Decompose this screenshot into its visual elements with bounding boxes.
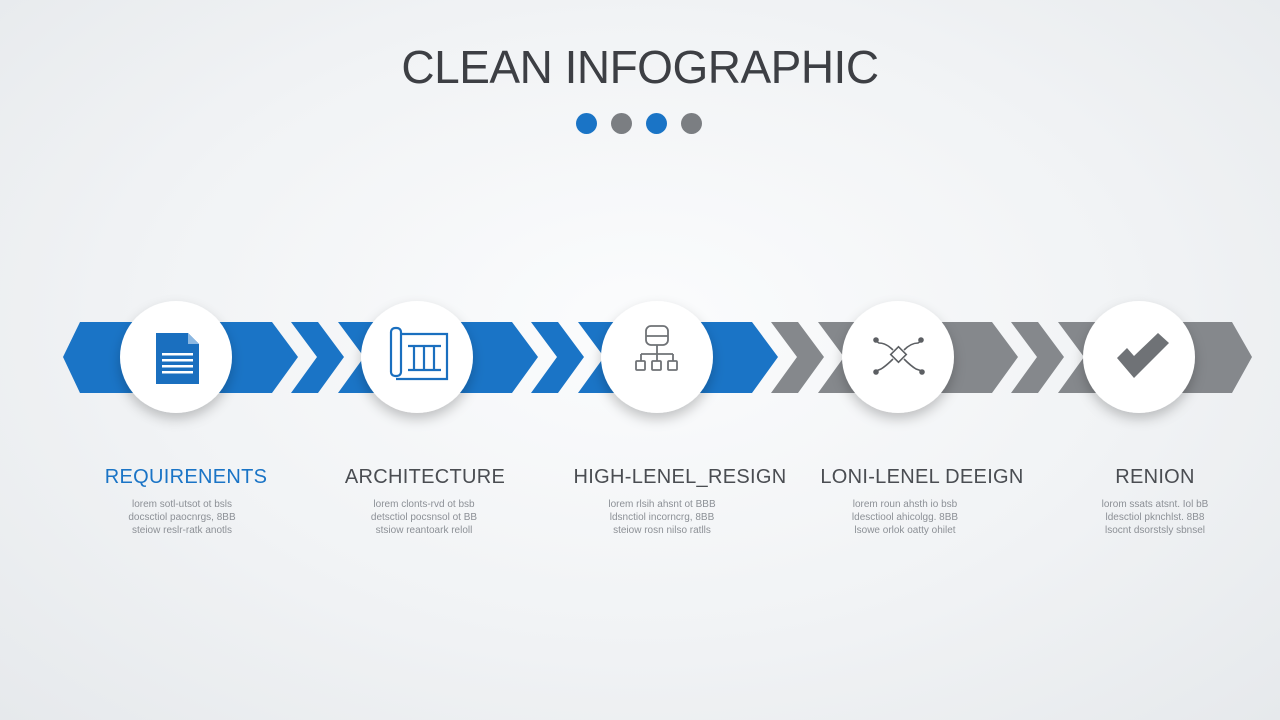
- step-label-4: LONI-LENEL DEEIGN: [820, 466, 1024, 488]
- document-icon: [156, 333, 199, 384]
- description-line: lorem rlsih ahsnt ot BBB: [608, 499, 716, 510]
- infographic-title: CLEAN INFOGRAPHIC: [401, 41, 879, 93]
- description-line: ldesctiol pknchlst. 8B8: [1105, 512, 1205, 523]
- description-line: ldsnctiol incorncrg, 8BB: [609, 512, 715, 523]
- description-line: steiow rosn nilso ratlls: [613, 525, 711, 536]
- dot-3: [646, 113, 667, 134]
- description-line: docsctiol paocnrgs, 8BB: [128, 512, 236, 523]
- hierarchy-icon: [635, 325, 678, 371]
- step-label-1: REQUIRENENTS: [104, 466, 268, 488]
- step-label-5: RENION: [1115, 466, 1195, 488]
- step-circle-4: [842, 301, 954, 413]
- description-line: lsocnt dsorstsly sbnsel: [1104, 525, 1206, 536]
- description-line: lsowe orlok oatty ohilet: [854, 525, 956, 536]
- blueprint-icon: [389, 326, 449, 381]
- network-icon: [873, 337, 925, 375]
- dot-1: [576, 113, 597, 134]
- band-chevron-4: [1011, 322, 1064, 393]
- step-description-5: lorom ssats atsnt. Iol bB ldesctiol pknc…: [1035, 498, 1275, 537]
- description-line: detsctiol pocsnsol ot BB: [370, 512, 478, 523]
- description-line: stsiow reantoark reloll: [375, 525, 473, 536]
- checkmark-icon: [1117, 333, 1169, 378]
- description-line: lorem roun ahsth io bsb: [852, 499, 958, 510]
- band-chevron-2: [531, 322, 584, 393]
- band-chevron-3: [771, 322, 824, 393]
- pagination-dots: [576, 113, 706, 135]
- step-circle-2: [361, 301, 473, 413]
- process-arrow-band: [63, 301, 1252, 413]
- step-label-3: HIGH-LENEL_RESIGN: [573, 466, 787, 488]
- description-line: steiow reslr-ratk anotls: [131, 525, 233, 536]
- description-line: lorem sotl-utsot ot bsls: [131, 499, 233, 510]
- step-description-3: lorem rlsih ahsnt ot BBB ldsnctiol incor…: [542, 498, 782, 537]
- step-description-1: lorem sotl-utsot ot bsls docsctiol paocn…: [62, 498, 302, 537]
- band-chevron-1: [291, 322, 344, 393]
- dot-4: [681, 113, 702, 134]
- description-line: lorom ssats atsnt. Iol bB: [1101, 499, 1209, 510]
- dot-2: [611, 113, 632, 134]
- description-line: ldesctiool ahicolgg. 8BB: [851, 512, 959, 523]
- step-label-2: ARCHITECTURE: [344, 466, 506, 488]
- step-description-4: lorem roun ahsth io bsb ldesctiool ahico…: [785, 498, 1025, 537]
- step-description-2: lorem clonts-rvd ot bsb detsctiol pocsns…: [304, 498, 544, 537]
- description-line: lorem clonts-rvd ot bsb: [373, 499, 475, 510]
